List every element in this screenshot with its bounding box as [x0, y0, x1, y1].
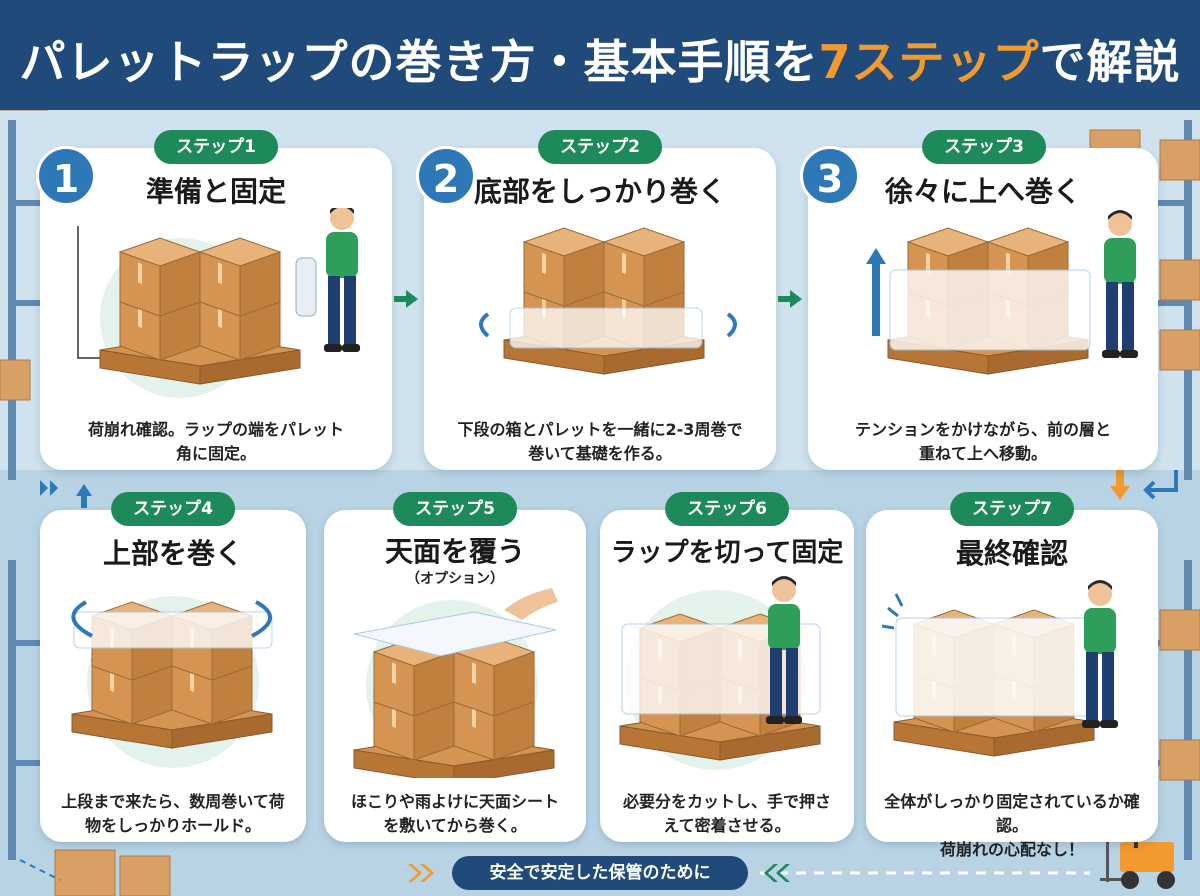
step-illustration — [881, 580, 1118, 780]
step-card-6: ラップを切って固定 必要分をカットし、手で押さ えて密着させる。 — [600, 510, 854, 842]
arrow-right-icon — [394, 290, 418, 308]
step-title: 天面を覆う — [384, 535, 525, 568]
step-title: 準備と固定 — [145, 175, 286, 208]
step-title: ラップを切って固定 — [610, 538, 844, 568]
step-illustration — [353, 588, 558, 778]
step-illustration — [866, 210, 1138, 408]
step-title: 最終確認 — [955, 537, 1068, 570]
step-badge-5: ステップ5 — [393, 492, 517, 526]
step-title: 徐々に上へ巻く — [884, 175, 1081, 208]
step-badge-1: ステップ1 — [154, 130, 278, 164]
step-description: テンションをかけながら、前の層と 重ねて上へ移動。 — [854, 420, 1111, 463]
step-illustration — [606, 576, 821, 770]
step-description: 上段まで来たら、数周巻いて荷 物をしっかりホールド。 — [61, 792, 285, 835]
step-description: 下段の箱とパレットを一緒に2-3周巻で 巻いて基礎を作る。 — [457, 420, 743, 463]
step-card-1: 準備と固定 荷崩れ確認。ラップの端をパレット 角に固定。 — [40, 148, 392, 470]
step-card-2: 底部をしっかり巻く 下段の箱とパレットを一緒に2-3周巻で 巻いて基礎を作る。 — [424, 148, 776, 470]
step-illustration — [71, 596, 273, 768]
title-main: パレットラップの巻き方・基本手順を — [19, 35, 819, 89]
step-card-5: 天面を覆う （オプション） ほこりや雨よけに天面シート を敷いてから巻く。 — [324, 510, 586, 842]
title-end: で解説 — [1039, 35, 1181, 89]
step-number-2: 2 — [416, 146, 476, 206]
step-card-4: 上部を巻く 上段まで来たら、数周巻いて荷 物をしっかりホールド。 — [40, 510, 306, 842]
step-badge-6: ステップ6 — [665, 492, 789, 526]
step-badge-3: ステップ3 — [922, 130, 1046, 164]
step-description: 必要分をカットし、手で押さ えて密着させる。 — [622, 792, 831, 835]
step-subtitle: （オプション） — [406, 571, 504, 587]
step-badge-4: ステップ4 — [111, 492, 235, 526]
page-title: パレットラップの巻き方・基本手順を7ステップで解説 — [0, 26, 1200, 92]
step-illustration — [77, 208, 360, 398]
step-number-3: 3 — [800, 146, 860, 206]
step-description: 全体がしっかり固定されているか確認。 荷崩れの心配なし！ — [884, 792, 1140, 859]
step-badge-7: ステップ7 — [950, 492, 1074, 526]
step-description: ほこりや雨よけに天面シート を敷いてから巻く。 — [350, 792, 559, 835]
footer-banner: 安全で安定した保管のために — [452, 856, 748, 890]
step-card-7: 最終確認 全体がしっかり固定されているか確認。 荷崩れの心配なし！ — [866, 510, 1158, 859]
arrow-right-icon — [778, 290, 802, 308]
step-badge-2: ステップ2 — [538, 130, 662, 164]
step-number-1: 1 — [36, 146, 96, 206]
step-title: 上部を巻く — [102, 537, 243, 570]
step-card-3: 徐々に上へ巻く テンションをかけながら、前の層と 重ねて上へ移動。 — [808, 148, 1158, 470]
header-banner: パレットラップの巻き方・基本手順を7ステップで解説 — [0, 0, 1200, 110]
step-description: 荷崩れ確認。ラップの端をパレット 角に固定。 — [87, 420, 344, 463]
title-accent: 7ステップ — [818, 35, 1040, 89]
step-title: 底部をしっかり巻く — [473, 175, 726, 208]
step-illustration — [479, 208, 737, 408]
